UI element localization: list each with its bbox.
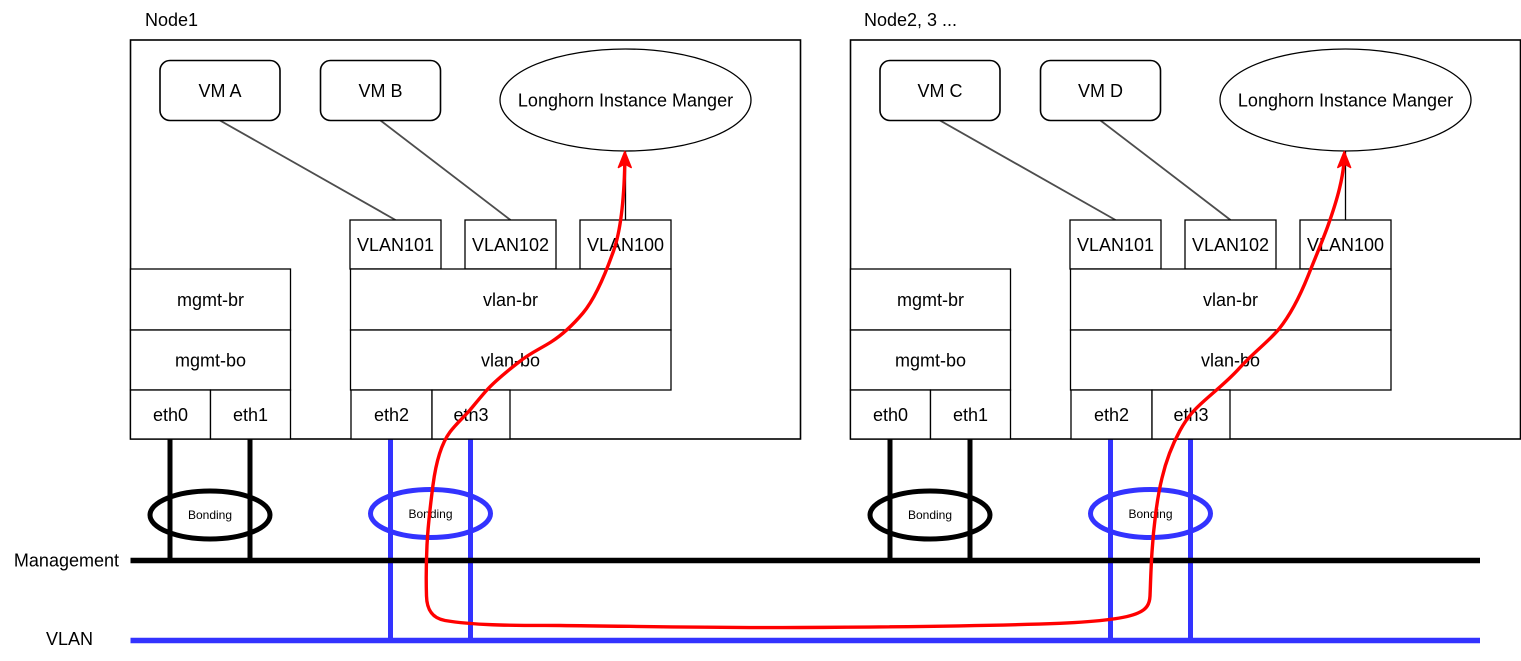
svg-text:mgmt-bo: mgmt-bo — [895, 351, 966, 371]
svg-text:eth1: eth1 — [233, 405, 268, 425]
svg-text:VLAN100: VLAN100 — [1307, 235, 1384, 255]
svg-text:VLAN100: VLAN100 — [587, 235, 664, 255]
svg-text:Management: Management — [14, 551, 119, 571]
svg-text:mgmt-br: mgmt-br — [897, 290, 964, 310]
svg-text:vlan-br: vlan-br — [1203, 290, 1258, 310]
svg-text:mgmt-br: mgmt-br — [177, 290, 244, 310]
svg-text:VM A: VM A — [198, 81, 241, 101]
svg-text:VLAN: VLAN — [46, 629, 93, 649]
svg-text:VLAN102: VLAN102 — [472, 235, 549, 255]
svg-text:Bonding: Bonding — [1128, 507, 1172, 521]
svg-text:VM B: VM B — [358, 81, 402, 101]
svg-text:VLAN102: VLAN102 — [1192, 235, 1269, 255]
svg-text:Bonding: Bonding — [908, 508, 952, 522]
svg-text:VLAN101: VLAN101 — [1077, 235, 1154, 255]
svg-text:VLAN101: VLAN101 — [357, 235, 434, 255]
svg-text:eth2: eth2 — [374, 405, 409, 425]
svg-text:eth2: eth2 — [1094, 405, 1129, 425]
svg-text:Longhorn Instance Manger: Longhorn Instance Manger — [1238, 91, 1453, 111]
svg-text:VM D: VM D — [1078, 81, 1123, 101]
svg-text:mgmt-bo: mgmt-bo — [175, 351, 246, 371]
svg-text:vlan-bo: vlan-bo — [1201, 351, 1260, 371]
svg-text:eth1: eth1 — [953, 405, 988, 425]
svg-text:eth0: eth0 — [153, 405, 188, 425]
svg-text:eth0: eth0 — [873, 405, 908, 425]
svg-text:Longhorn Instance Manger: Longhorn Instance Manger — [518, 91, 733, 111]
svg-text:VM C: VM C — [918, 81, 963, 101]
svg-text:Node1: Node1 — [145, 10, 198, 30]
svg-text:vlan-br: vlan-br — [483, 290, 538, 310]
svg-text:Node2, 3 ...: Node2, 3 ... — [864, 10, 957, 30]
svg-text:Bonding: Bonding — [188, 508, 232, 522]
